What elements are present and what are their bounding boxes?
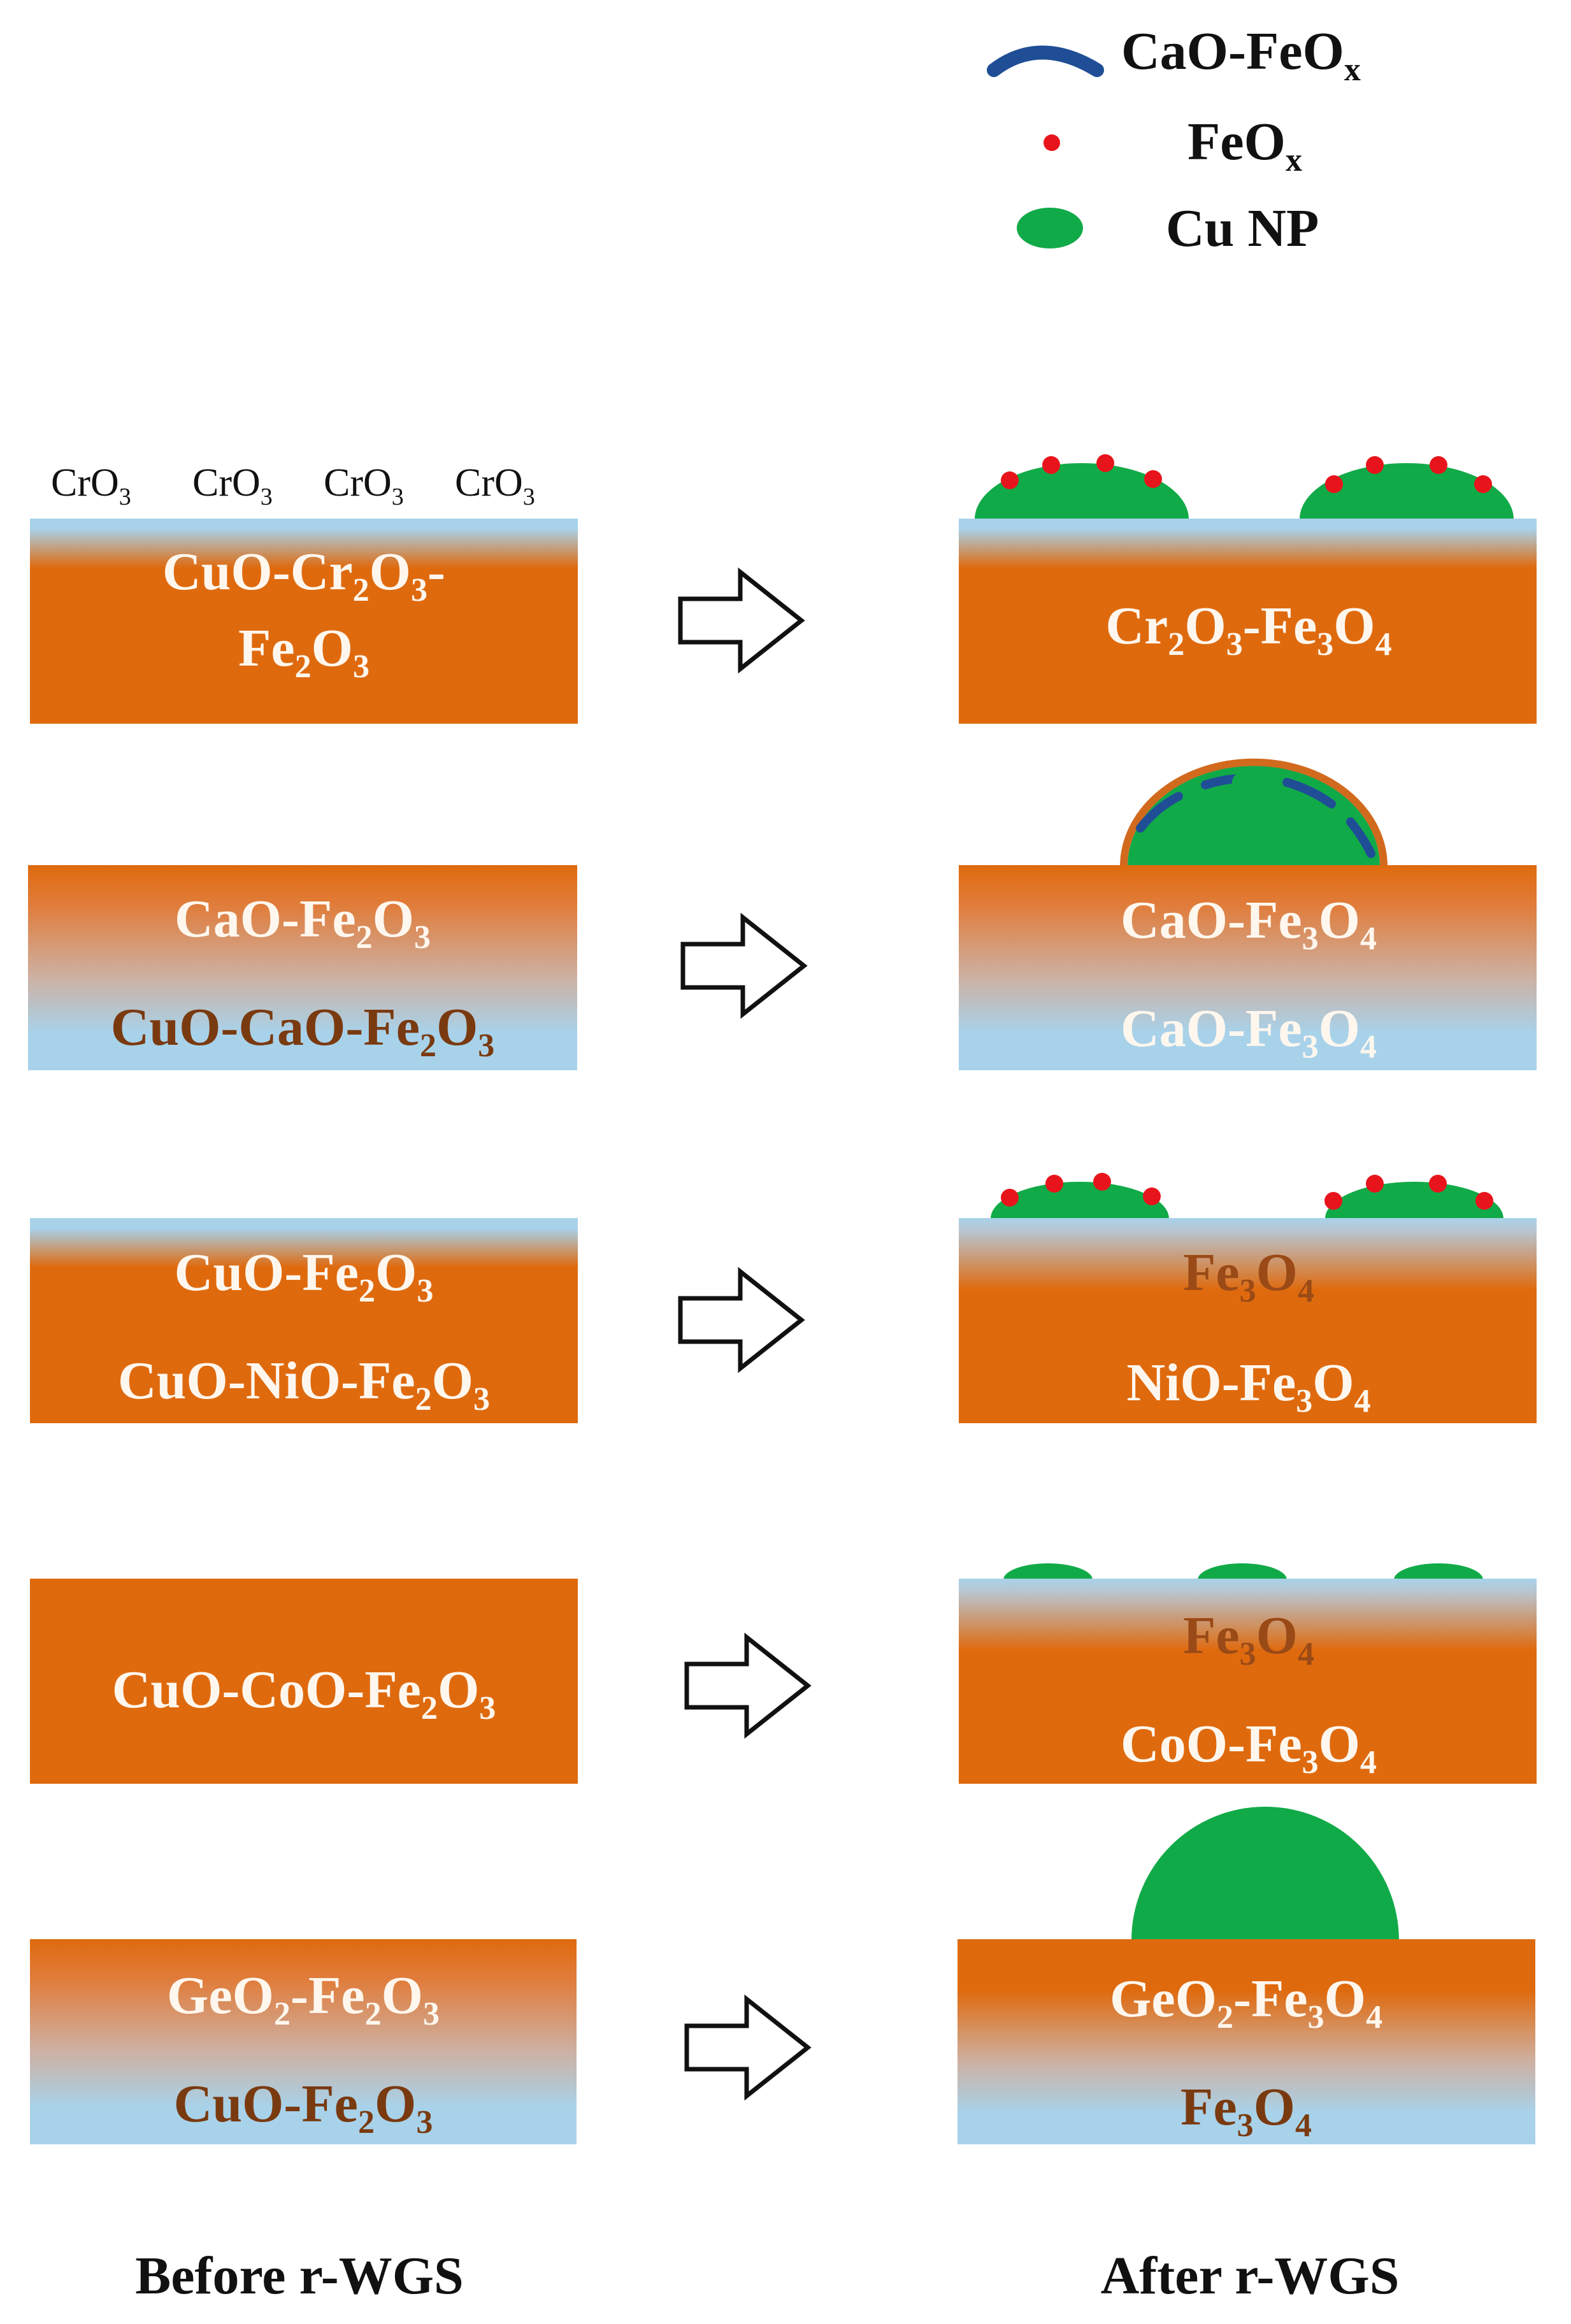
row-4: CuO-CoO-Fe2O3 Fe3O4 CoO-Fe3O4 — [30, 1563, 1537, 1784]
cu-particle — [1198, 1563, 1287, 1580]
after-label: CaO-Fe3O4 — [1121, 999, 1377, 1065]
after-label: Fe3O4 — [1183, 1243, 1314, 1309]
feox-dot — [1429, 1175, 1447, 1193]
row-2: CaO-Fe2O3 CuO-CaO-Fe2O3 CaO-Fe3O4 CaO-Fe… — [28, 758, 1537, 1070]
feox-dot — [1474, 475, 1492, 493]
before-label: GeO2-Fe2O3 — [167, 1966, 440, 2032]
after-label: CaO-Fe3O4 — [1121, 891, 1377, 957]
arrow-icon — [684, 1994, 812, 2101]
arrow-icon — [678, 1266, 805, 1374]
feox-dot — [1143, 1187, 1161, 1205]
cu-particle — [975, 463, 1189, 519]
feox-dot — [1045, 1175, 1063, 1193]
cro3-label: CrO3 — [51, 461, 131, 510]
caofeox-shell — [1120, 758, 1388, 867]
feox-dot — [1366, 1175, 1384, 1193]
feox-dot — [1093, 1173, 1111, 1191]
row-3: CuO-Fe2O3 CuO-NiO-Fe2O3 Fe3O4 NiO-Fe3O4 — [30, 1173, 1537, 1423]
cro3-labels: CrO3 CrO3 CrO3 CrO3 — [51, 461, 535, 510]
row-5: GeO2-Fe2O3 CuO-Fe2O3 GeO2-Fe3O4 Fe3O4 — [30, 1807, 1535, 2144]
feox-dot — [1096, 454, 1114, 472]
before-label: CuO-CoO-Fe2O3 — [112, 1660, 496, 1726]
cu-particle — [991, 1182, 1169, 1219]
feox-dot — [1001, 471, 1019, 489]
before-label: CaO-Fe2O3 — [175, 889, 431, 956]
before-label: Fe2O3 — [238, 619, 369, 685]
feox-dot — [1324, 1192, 1342, 1210]
cro3-label: CrO3 — [455, 461, 535, 510]
caofeox-patch — [1346, 817, 1375, 858]
after-label: NiO-Fe3O4 — [1126, 1353, 1370, 1419]
feox-dot — [1325, 475, 1343, 493]
arrow-icon — [678, 567, 805, 674]
before-label: CuO-CaO-Fe2O3 — [111, 998, 495, 1064]
feox-dot — [1366, 456, 1384, 474]
legend-label-caofeox: CaO-FeOx — [1121, 22, 1361, 88]
caofeox-patch — [1136, 792, 1183, 833]
before-label: CuO-Fe2O3 — [175, 1243, 434, 1309]
before-substrate — [28, 865, 577, 1070]
cu-particle — [1394, 1563, 1483, 1580]
before-label: CuO-Cr2O3- — [162, 542, 445, 608]
feox-dot-icon — [1044, 134, 1060, 151]
after-substrate — [958, 1939, 1535, 2144]
before-label: CuO-Fe2O3 — [174, 2074, 433, 2141]
cu-particle — [1131, 1807, 1399, 1940]
feox-dot — [1001, 1189, 1019, 1207]
after-substrate — [959, 519, 1537, 724]
before-substrate — [30, 1579, 578, 1784]
before-label: CuO-NiO-Fe2O3 — [118, 1351, 490, 1417]
after-label: Cr2O3-Fe3O4 — [1105, 596, 1391, 663]
before-substrate — [30, 519, 578, 724]
legend-label-feox: FeOx — [1187, 112, 1302, 178]
legend-label-cu-np: Cu NP — [1166, 199, 1319, 258]
arrow-icon — [684, 1632, 812, 1739]
after-caption: After r-WGS — [1101, 2246, 1400, 2306]
after-substrate — [959, 865, 1537, 1070]
after-substrate — [959, 1579, 1537, 1784]
before-caption: Before r-WGS — [135, 2246, 464, 2306]
cu-np-icon — [1017, 208, 1083, 248]
before-substrate — [30, 1939, 577, 2144]
after-label: CoO-Fe3O4 — [1121, 1714, 1377, 1781]
caofeox-patch — [1282, 778, 1336, 808]
feox-dot — [1475, 1192, 1493, 1210]
cu-particle — [1325, 1182, 1503, 1219]
feox-dot — [1042, 456, 1060, 474]
cu-particle — [1003, 1563, 1093, 1580]
after-substrate — [959, 1218, 1537, 1423]
caofeox-arc-icon — [987, 45, 1104, 77]
feox-dot — [1430, 456, 1447, 474]
before-substrate — [30, 1218, 578, 1423]
row-1: CuO-Cr2O3- Fe2O3 Cr2O3-Fe3O4 — [30, 454, 1537, 724]
cro3-label: CrO3 — [192, 461, 273, 510]
after-label: Fe3O4 — [1183, 1606, 1314, 1672]
after-label: GeO2-Fe3O4 — [1110, 1969, 1382, 2035]
arrow-icon — [680, 912, 808, 1019]
cu-particle — [1300, 463, 1514, 519]
cro3-label: CrO3 — [324, 461, 404, 510]
after-label: Fe3O4 — [1180, 2077, 1312, 2144]
feox-dot — [1144, 470, 1162, 488]
cu-particle-cap — [1232, 768, 1275, 796]
legend: CaO-FeOx FeOx Cu NP — [987, 22, 1361, 258]
